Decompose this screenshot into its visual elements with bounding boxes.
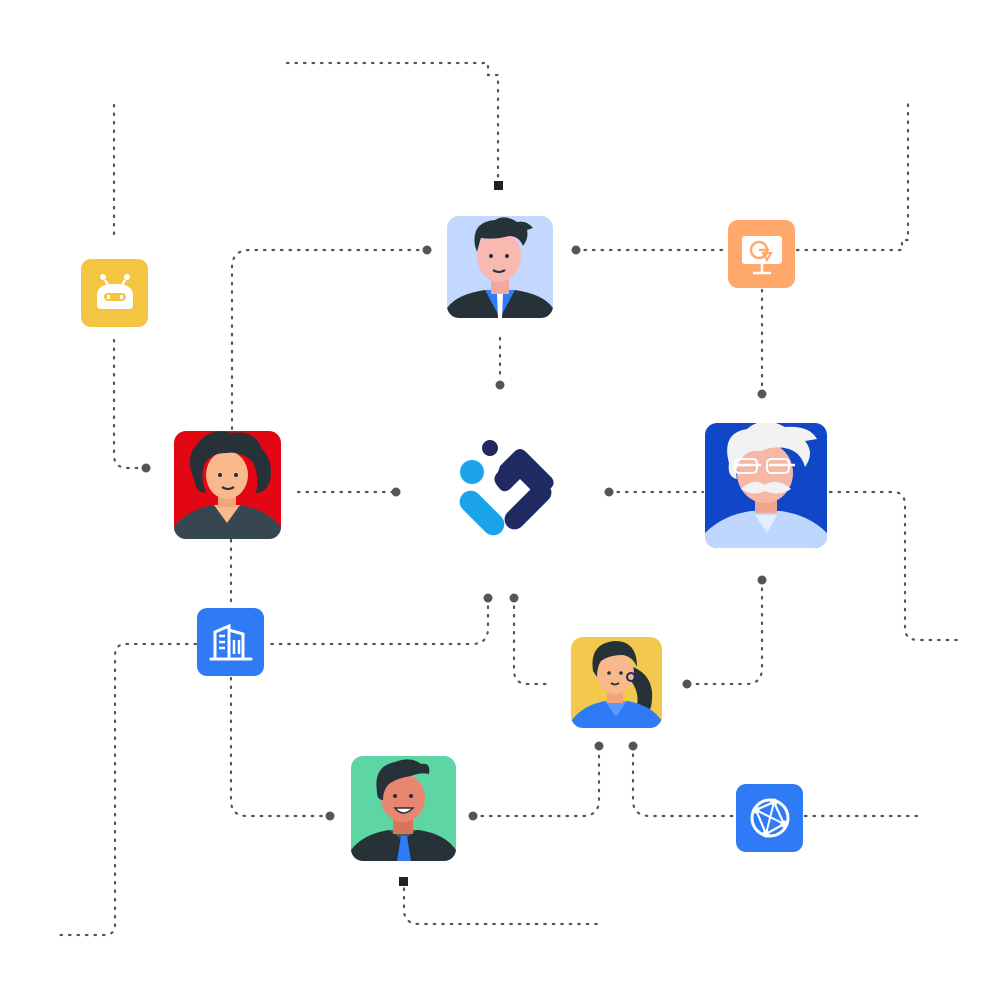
network-app-tile[interactable] xyxy=(736,784,803,852)
person-avatar-woman-left[interactable] xyxy=(174,431,281,539)
connector-node xyxy=(468,811,478,821)
connector-node xyxy=(495,380,505,390)
network-globe-icon xyxy=(750,798,789,838)
person-elder-avatar xyxy=(705,423,827,548)
person-avatar-woman-mid[interactable] xyxy=(571,637,662,728)
connector-presentation-out xyxy=(795,98,910,252)
presentation-app-tile[interactable] xyxy=(728,220,795,288)
connector-building-out xyxy=(53,642,198,937)
connector-node xyxy=(757,575,767,585)
person-woman-ponytail-avatar xyxy=(571,641,662,728)
connector-manbottom-out xyxy=(402,878,602,926)
connector-elder-womanmid xyxy=(685,578,764,686)
connector-node xyxy=(604,487,614,497)
connector-node xyxy=(509,593,519,603)
connector-node xyxy=(757,389,767,399)
connector-robot-down xyxy=(112,338,148,470)
building-app-tile[interactable] xyxy=(197,608,264,676)
connector-node xyxy=(325,811,335,821)
connector-node xyxy=(628,741,638,751)
connector-hub-building xyxy=(264,596,490,646)
connector-top-in xyxy=(285,61,500,187)
connector-node xyxy=(594,741,604,751)
connector-building-manbottom xyxy=(229,676,332,818)
building-icon xyxy=(209,623,252,661)
connector-node xyxy=(141,463,151,473)
connector-node xyxy=(571,245,581,255)
robot-app-tile[interactable] xyxy=(81,259,148,327)
connector-manbottom-womanmid xyxy=(471,744,601,818)
connector-elder-out xyxy=(828,490,964,642)
connector-node xyxy=(682,679,692,689)
person-man-blonde-avatar xyxy=(447,217,553,318)
hub-logo xyxy=(452,436,562,546)
presentation-chart-icon xyxy=(741,236,782,275)
person-avatar-man-bottom[interactable] xyxy=(351,756,456,861)
connector-node xyxy=(483,593,493,603)
connector-node xyxy=(391,487,401,497)
person-woman-curly-avatar xyxy=(174,431,281,539)
connector-mantop-womanleft xyxy=(230,248,429,432)
connector-node xyxy=(422,245,432,255)
brand-logo-icon xyxy=(459,440,554,536)
connector-womanmid-network xyxy=(631,744,737,818)
connector-terminal xyxy=(399,877,408,886)
person-avatar-man-top[interactable] xyxy=(447,216,553,318)
connector-terminal xyxy=(494,181,503,190)
robot-icon xyxy=(96,274,133,309)
person-man-tie-avatar xyxy=(351,759,456,861)
person-avatar-elder-right[interactable] xyxy=(705,423,827,548)
connector-hub-womanmid xyxy=(512,596,550,686)
